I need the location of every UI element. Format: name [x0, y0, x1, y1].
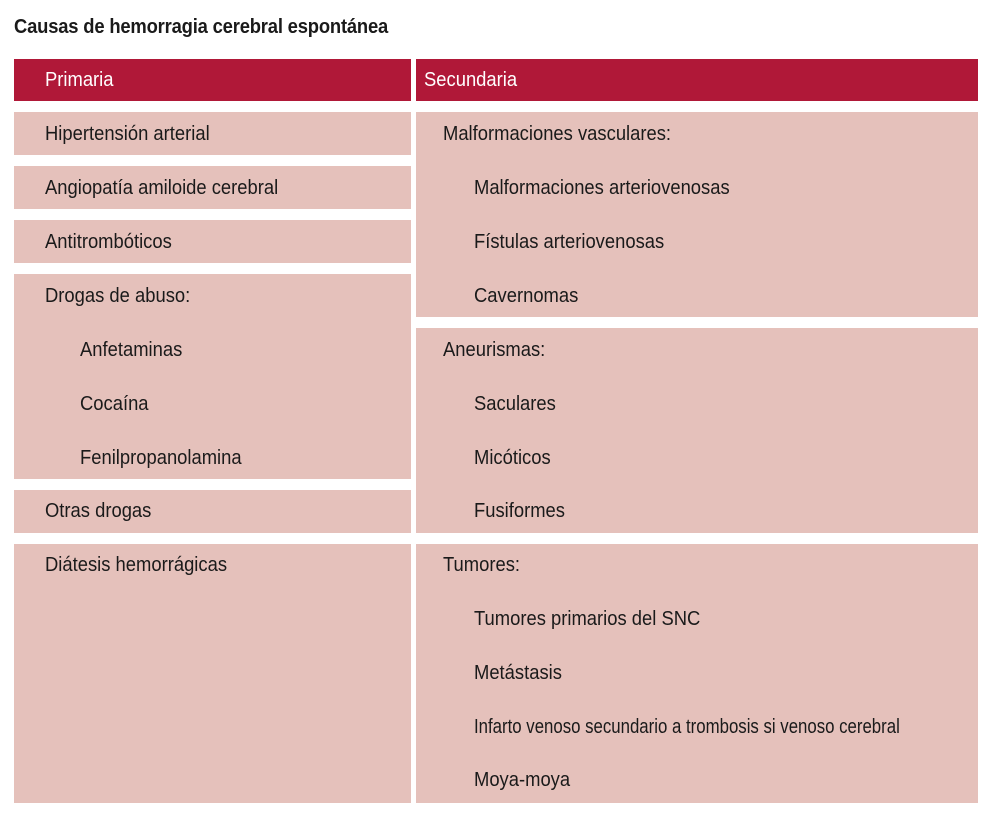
- primaria-angiopatia: Angiopatía amiloide cerebral: [45, 177, 279, 199]
- cell-tumores: [416, 544, 978, 803]
- cell-aneurismas: [416, 328, 978, 533]
- secundaria-cavernomas: Cavernomas: [474, 285, 579, 307]
- secundaria-micoticos: Micóticos: [474, 447, 551, 469]
- cell-hipertension: [14, 112, 411, 155]
- secundaria-malformaciones: Malformaciones vasculares:: [443, 123, 672, 145]
- secundaria-aneurismas: Aneurismas:: [443, 339, 546, 361]
- table-title: Causas de hemorragia cerebral espontánea: [14, 16, 389, 38]
- primaria-cocaina: Cocaína: [80, 393, 149, 415]
- header-secundaria: Secundaria: [416, 59, 978, 101]
- header-primaria: Primaria: [14, 59, 411, 101]
- primaria-antitromboticos: Antitrombóticos: [45, 231, 172, 253]
- secundaria-moya-moya: Moya-moya: [474, 769, 571, 791]
- primaria-otras-drogas: Otras drogas: [45, 500, 152, 522]
- primaria-drogas-abuso: Drogas de abuso:: [45, 285, 191, 307]
- secundaria-metastasis: Metástasis: [474, 662, 562, 684]
- secundaria-fistulas: Fístulas arteriovenosas: [474, 231, 665, 253]
- cell-otras-drogas: [14, 490, 411, 533]
- cell-drogas-abuso: [14, 274, 411, 479]
- cell-antitromboticos: [14, 220, 411, 263]
- primaria-fenilpropanolamina: Fenilpropanolamina: [80, 447, 242, 469]
- secundaria-saculares: Saculares: [474, 393, 556, 415]
- secundaria-infarto-venoso: Infarto venoso secundario a trombosis si…: [474, 716, 900, 738]
- secundaria-malformaciones-av: Malformaciones arteriovenosas: [474, 177, 730, 199]
- cell-angiopatia: [14, 166, 411, 209]
- primaria-diatesis: Diátesis hemorrágicas: [45, 554, 228, 576]
- secundaria-tumores: Tumores:: [443, 554, 521, 576]
- primaria-hipertension: Hipertensión arterial: [45, 123, 210, 145]
- primaria-anfetaminas: Anfetaminas: [80, 339, 183, 361]
- secundaria-tumores-primarios: Tumores primarios del SNC: [474, 608, 701, 630]
- header-secundaria-label: Secundaria: [424, 69, 518, 91]
- cell-malformaciones: [416, 112, 978, 317]
- header-primaria-label: Primaria: [45, 69, 114, 91]
- cell-diatesis: [14, 544, 411, 803]
- secundaria-fusiformes: Fusiformes: [474, 500, 565, 522]
